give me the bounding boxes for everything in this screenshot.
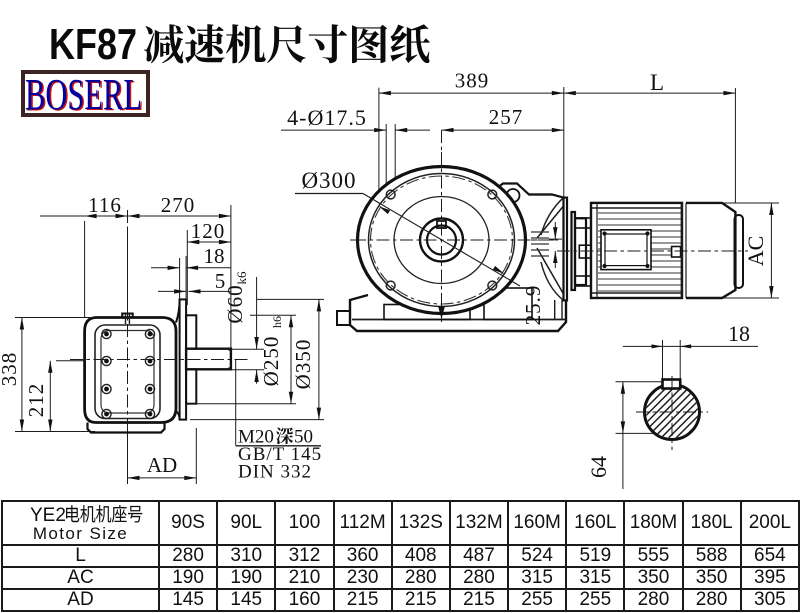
svg-text:AC: AC: [743, 236, 768, 267]
svg-text:M20: M20: [238, 427, 274, 448]
svg-text:4-Ø17.5: 4-Ø17.5: [287, 105, 367, 130]
svg-text:338: 338: [0, 352, 21, 387]
svg-text:DIN 332: DIN 332: [238, 462, 312, 483]
svg-text:18: 18: [204, 244, 225, 268]
svg-text:BOSERL: BOSERL: [25, 78, 142, 116]
svg-text:BOSERL: BOSERL: [27, 78, 144, 116]
svg-text:120: 120: [191, 219, 226, 243]
svg-text:GB/T 145: GB/T 145: [238, 444, 322, 465]
svg-text:AD: AD: [147, 453, 177, 477]
svg-text:L: L: [650, 70, 664, 95]
svg-text:Ø250: Ø250: [259, 336, 283, 387]
svg-text:YE2: YE2: [30, 505, 66, 526]
svg-text:Ø300: Ø300: [301, 168, 356, 193]
svg-text:k6: k6: [234, 271, 249, 285]
svg-text:5: 5: [215, 269, 226, 293]
svg-text:18: 18: [728, 321, 750, 346]
svg-text:50: 50: [294, 427, 313, 448]
svg-text:389: 389: [455, 69, 490, 93]
svg-text:257: 257: [489, 105, 524, 129]
svg-text:KF87: KF87: [49, 20, 137, 69]
svg-text:Ø350: Ø350: [291, 339, 315, 390]
svg-text:64: 64: [586, 456, 611, 478]
svg-text:h6: h6: [270, 316, 284, 328]
svg-text:270: 270: [161, 193, 196, 217]
svg-text:Ø60: Ø60: [223, 284, 247, 323]
svg-text:212: 212: [24, 383, 48, 418]
svg-text:116: 116: [88, 193, 122, 217]
svg-text:25.9: 25.9: [521, 285, 545, 326]
